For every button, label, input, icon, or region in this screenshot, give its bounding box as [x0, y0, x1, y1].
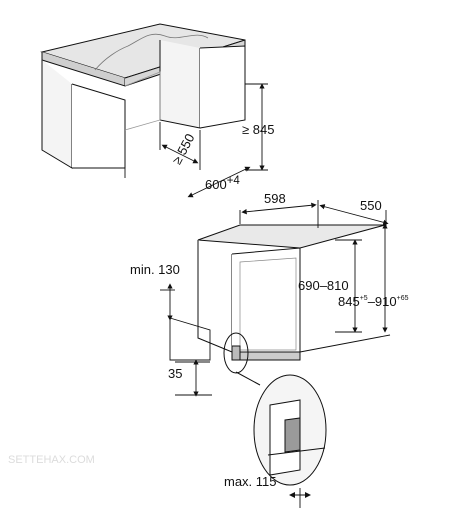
niche-width-label: 600+4: [205, 175, 240, 192]
watermark: SETTEHAX.COM: [8, 454, 95, 466]
plinth-depth-label: min. 130: [130, 262, 180, 277]
appliance-width-label: 598: [264, 191, 286, 206]
appliance-dimension-lines: [160, 200, 391, 397]
detail-magnifier: [235, 371, 327, 508]
appliance-depth-label: 550: [360, 198, 382, 213]
niche-depth-label: ≥ 550: [169, 131, 197, 167]
kitchen-niche-drawing: [40, 23, 246, 169]
plinth-height-label: 35: [168, 366, 182, 381]
door-max-label: max. 115: [224, 474, 277, 489]
height-adjust-label: 690–810: [298, 278, 349, 293]
top-dimension-lines: [124, 83, 268, 198]
niche-height-label: ≥ 845: [242, 122, 274, 137]
appliance-drawing: [197, 224, 386, 374]
total-height-label: 845+5–910+65: [338, 294, 409, 309]
